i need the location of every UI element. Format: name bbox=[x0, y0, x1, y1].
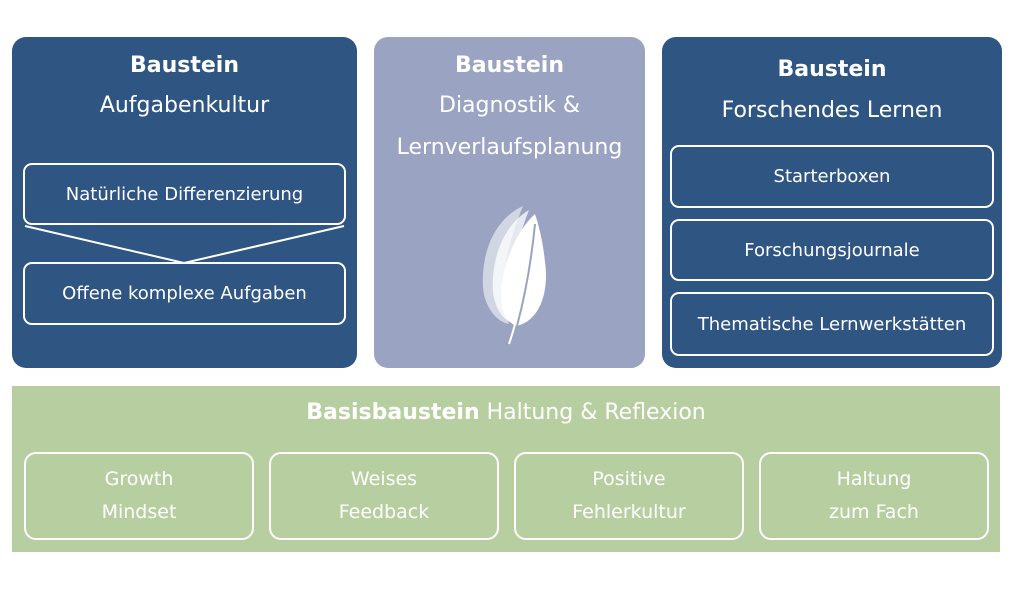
box-growth-mindset: Growth Mindset bbox=[24, 452, 254, 540]
box-starterboxen: Starterboxen bbox=[670, 145, 994, 208]
box-positive-fehlerkultur: Positive Fehlerkultur bbox=[514, 452, 744, 540]
panel-title: Baustein bbox=[777, 57, 887, 82]
panel-subtitle-line2: Lernverlaufsplanung bbox=[396, 135, 623, 160]
panel-title: Baustein bbox=[129, 53, 239, 78]
panel-title: Baustein bbox=[454, 53, 564, 78]
panel-aufgabenkultur: Baustein Aufgabenkultur Natürliche Diffe… bbox=[12, 37, 357, 368]
box-weises-feedback: Weises Feedback bbox=[269, 452, 499, 540]
panel-basisbaustein: Basisbaustein Haltung & Reflexion Growth… bbox=[12, 386, 1000, 552]
panel-subtitle: Aufgabenkultur bbox=[99, 93, 270, 118]
panel-subtitle-line1: Diagnostik & bbox=[439, 93, 580, 118]
box-haltung-zum-fach: Haltung zum Fach bbox=[759, 452, 989, 540]
basis-title: Basisbaustein Haltung & Reflexion bbox=[12, 400, 1000, 425]
box-thematische-lernwerkstaetten: Thematische Lernwerkstätten bbox=[670, 292, 994, 356]
panel-diagnostik: Baustein Diagnostik & Lernverlaufsplanun… bbox=[374, 37, 645, 368]
leaf-icon bbox=[482, 206, 546, 345]
panel-forschendes-lernen: Baustein Forschendes Lernen Starterboxen… bbox=[662, 37, 1002, 368]
box-natuerliche-differenzierung: Natürliche Differenzierung bbox=[23, 163, 346, 225]
panel-subtitle: Forschendes Lernen bbox=[721, 98, 943, 123]
basis-title-bold: Basisbaustein bbox=[306, 400, 480, 425]
box-offene-komplexe-aufgaben: Offene komplexe Aufgaben bbox=[23, 262, 346, 325]
box-forschungsjournale: Forschungsjournale bbox=[670, 219, 994, 281]
basis-title-rest: Haltung & Reflexion bbox=[479, 400, 706, 425]
